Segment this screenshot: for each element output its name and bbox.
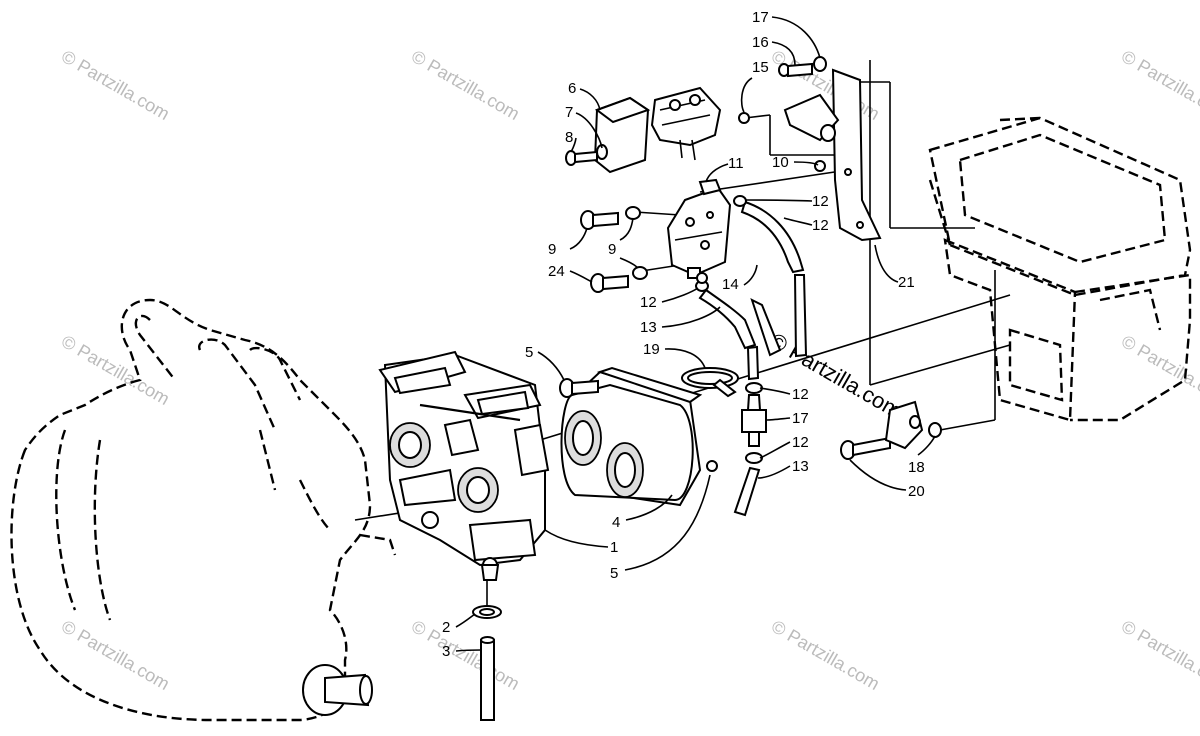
- callout-19: 21: [898, 274, 915, 291]
- callout-labels: 17 16 15 6 7 8 11 10 12 12 9 9 24 14 21 …: [442, 9, 936, 660]
- callout-5: 5: [610, 565, 618, 582]
- intake-adapter: [560, 366, 718, 507]
- callout-6: 6: [568, 80, 576, 97]
- callout-3: 3: [442, 643, 450, 660]
- hose-clamp: [681, 367, 739, 398]
- drain-tube: [472, 605, 502, 721]
- callout-23: 16: [752, 34, 769, 51]
- watermark: © Partzilla.com: [58, 616, 173, 694]
- callout-13: 13: [792, 458, 809, 475]
- airbox-outline: [928, 116, 1192, 422]
- callout-14: 14: [722, 276, 739, 293]
- callout-13: 12: [812, 217, 829, 234]
- callout-11: 11: [728, 155, 744, 172]
- callout-18: 20: [908, 483, 925, 500]
- watermark: © Partzilla.com: [408, 616, 523, 694]
- callout-7: 7: [565, 104, 573, 121]
- top-components: [565, 86, 750, 174]
- callout-12: 12: [812, 193, 829, 210]
- callout-13: 13: [640, 319, 657, 336]
- engine-outline: [10, 298, 397, 722]
- watermark: © Partzilla.com: [1118, 616, 1200, 694]
- watermark: © Partzilla.com: [408, 46, 523, 124]
- watermark: © Partzilla.com: [768, 616, 883, 694]
- callout-22: 17: [752, 9, 769, 26]
- callout-21: 10: [772, 154, 789, 171]
- callout-24: 24: [548, 263, 565, 280]
- pump-bolts: [580, 206, 708, 293]
- callout-2: 2: [442, 619, 450, 636]
- watermark: © Partzilla.com: [58, 331, 173, 409]
- fuel-pump: [666, 178, 732, 279]
- watermark: © Partzilla.com: [58, 46, 173, 124]
- callout-12: 12: [792, 386, 809, 403]
- callout-9: 9: [608, 241, 616, 258]
- callout-12: 12: [640, 294, 657, 311]
- fuel-lines: [695, 195, 808, 517]
- watermark-center: © Partzilla.com: [766, 328, 907, 424]
- callout-4: 4: [612, 514, 620, 531]
- callout-16: 18: [908, 459, 925, 476]
- callout-5: 5: [525, 344, 533, 361]
- callout-17: 19: [643, 341, 660, 358]
- carburetor-assembly: [378, 350, 550, 581]
- sensor-assembly: [840, 400, 942, 460]
- bolt-5: [559, 378, 599, 398]
- callout-20: 15: [752, 59, 769, 76]
- callout-15: 17: [792, 410, 809, 427]
- callout-1: 1: [610, 539, 618, 556]
- callout-8: 8: [565, 129, 573, 146]
- mounting-bracket: [778, 56, 882, 242]
- watermark: © Partzilla.com: [1118, 46, 1200, 124]
- callout-10: 9: [548, 241, 556, 258]
- callout-12: 12: [792, 434, 809, 451]
